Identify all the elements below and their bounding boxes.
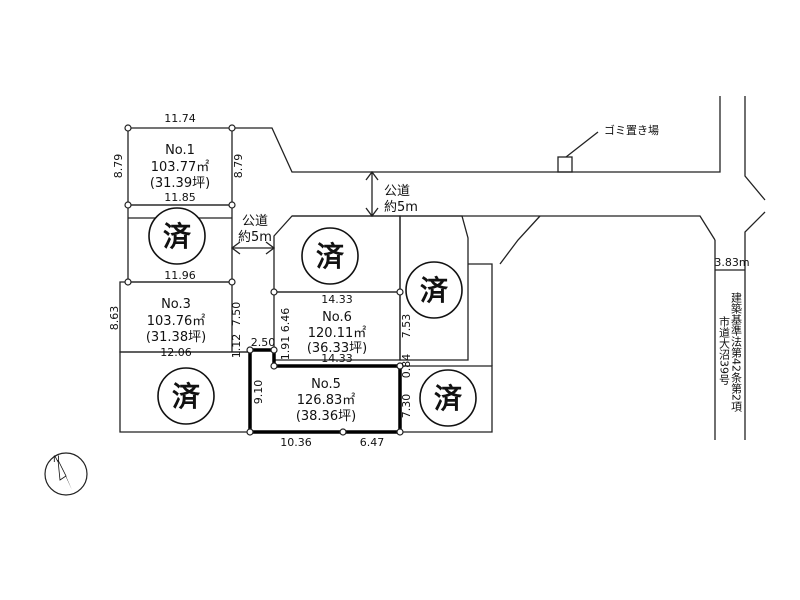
garbage-leader — [565, 131, 599, 158]
garbage-label: ゴミ置き場 — [604, 123, 659, 137]
north-arrow: N — [44, 452, 88, 496]
survey-point — [228, 278, 236, 286]
survey-point — [339, 428, 347, 436]
lot-sold-d-boundary — [399, 215, 469, 361]
sold-mark-e: 済 — [434, 382, 463, 415]
dim-11-74: 11.74 — [164, 112, 196, 125]
survey-point — [396, 362, 404, 370]
north-road-arrow-head-bottom — [365, 207, 379, 218]
north-road-south-edge — [232, 127, 700, 173]
lot-no6-area: 120.11㎡ — [308, 326, 367, 341]
dim-6-46: 6.46 — [279, 308, 292, 333]
dim-7-53: 7.53 — [400, 314, 413, 339]
west-road-arrow-head-left — [230, 241, 241, 255]
survey-point — [228, 124, 236, 132]
dim-8-63: 8.63 — [108, 306, 121, 331]
north-road-label: 公道 — [384, 184, 410, 199]
dim-1-12: 1.12 — [230, 334, 243, 359]
dim-2-50: 2.50 — [251, 336, 276, 349]
east-lot-edge — [468, 263, 493, 366]
sold-mark-a: 済 — [163, 220, 192, 253]
survey-point — [396, 428, 404, 436]
survey-point — [246, 428, 254, 436]
lot-no1-tsubo: (31.39坪) — [150, 176, 210, 191]
lot-no3-tsubo: (31.38坪) — [146, 330, 206, 345]
sold-circle-b — [157, 367, 215, 425]
dim-7-50: 7.50 — [230, 302, 243, 327]
lot-no5-area: 126.83㎡ — [297, 393, 356, 408]
survey-point — [396, 288, 404, 296]
north-road-width: 約5m — [384, 200, 418, 215]
east-road-legal-label: 建築基準法第42条第2項 — [730, 291, 743, 413]
lot-no5-label: No.5 — [311, 377, 341, 392]
dim-1-91: 1.91 — [279, 336, 292, 361]
dim-10-36: 10.36 — [280, 436, 312, 449]
sold-circle-c — [301, 227, 359, 285]
north-arrow-ring — [44, 452, 88, 496]
dim-11-85: 11.85 — [164, 191, 196, 204]
survey-point — [246, 346, 254, 354]
north-road-lower-edge — [292, 215, 716, 241]
sold-mark-b: 済 — [172, 380, 201, 413]
west-road-arrow-head-right — [265, 241, 276, 255]
dim-8-79-left: 8.79 — [112, 154, 125, 179]
survey-point — [124, 201, 132, 209]
lot-no1-area: 103.77㎡ — [151, 160, 210, 175]
survey-point — [124, 278, 132, 286]
north-arrow-letter: N — [53, 455, 60, 465]
road-edge-east-a — [700, 96, 721, 173]
dim-9-10: 9.10 — [252, 380, 265, 405]
road-edge-east-c — [744, 211, 766, 440]
dim-3-83m: 3.83m — [714, 256, 749, 269]
sold-circle-d — [405, 261, 463, 319]
dim-11-96: 11.96 — [164, 269, 196, 282]
west-road-width: 約5m — [238, 230, 272, 245]
east-road-name-label: 市道大沼39号 — [718, 315, 731, 386]
survey-point — [228, 201, 236, 209]
dim-12-06: 12.06 — [160, 346, 192, 359]
garbage-station — [557, 156, 573, 173]
sold-mark-c: 済 — [316, 240, 345, 273]
dim-8-79-right: 8.79 — [232, 154, 245, 179]
east-road-bend — [499, 215, 541, 265]
dim-14-33-top: 14.33 — [321, 293, 353, 306]
survey-point — [270, 288, 278, 296]
sold-circle-a — [148, 207, 206, 265]
dim-14-33-bottom: 14.33 — [321, 352, 353, 365]
lot-no6-label: No.6 — [322, 310, 352, 325]
road-edge-east-b — [744, 96, 766, 201]
survey-point — [270, 362, 278, 370]
lot-no3-label: No.3 — [161, 297, 191, 312]
north-road-arrow-head-top — [365, 170, 379, 181]
survey-point — [270, 346, 278, 354]
sold-circle-e — [419, 369, 477, 427]
north-arrow-needle-light — [57, 459, 67, 481]
lot-no6-tsubo: (36.33坪) — [307, 341, 367, 356]
dim-7-30: 7.30 — [400, 394, 413, 419]
lot-no1-label: No.1 — [165, 143, 195, 158]
survey-point — [124, 124, 132, 132]
lot-no5-tsubo: (38.36坪) — [296, 409, 356, 424]
lot-no3-area: 103.76㎡ — [147, 314, 206, 329]
sold-mark-d: 済 — [420, 274, 449, 307]
dim-6-47: 6.47 — [360, 436, 385, 449]
west-road-label: 公道 — [242, 214, 268, 229]
dim-0-84: 0.84 — [400, 354, 413, 379]
